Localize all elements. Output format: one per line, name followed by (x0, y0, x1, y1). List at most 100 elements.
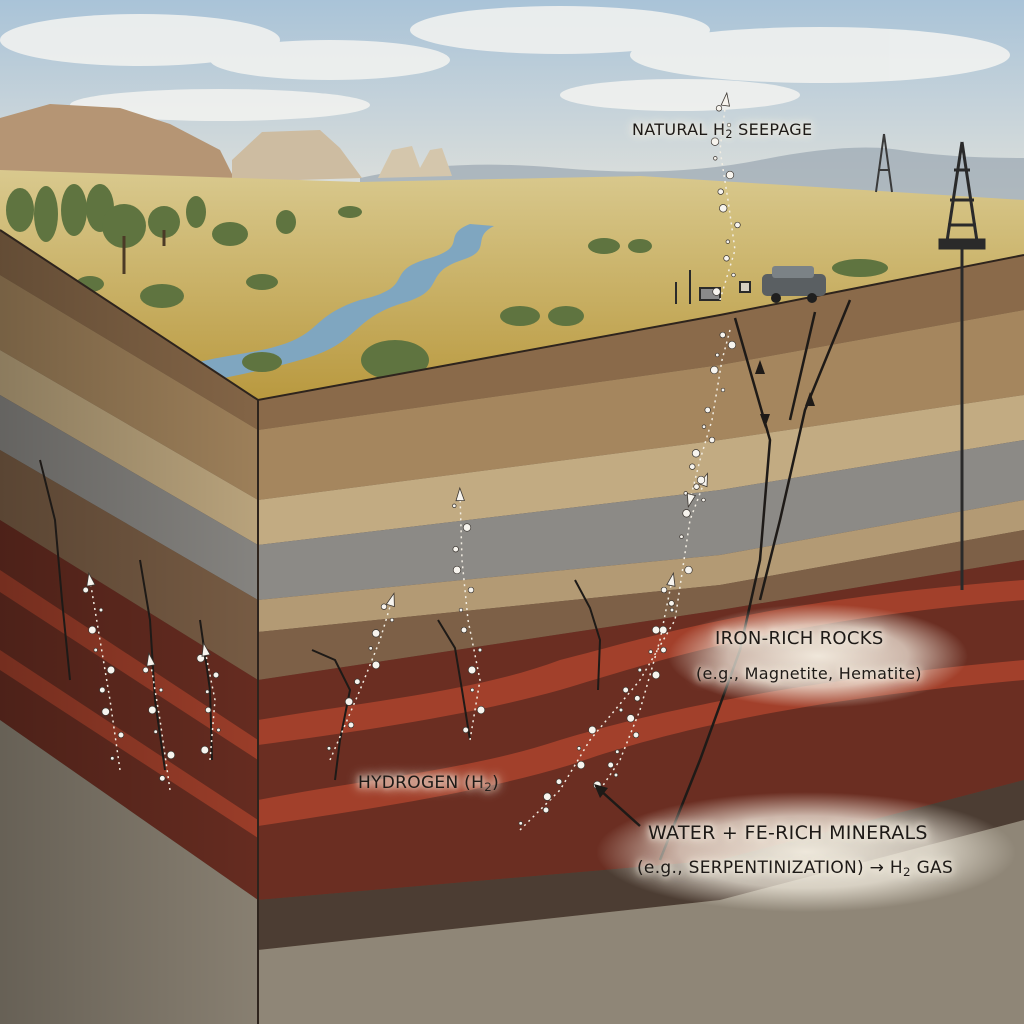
gas-bubble-icon (477, 647, 483, 653)
gas-bubble-icon (712, 287, 721, 296)
gas-bubble-icon (158, 687, 164, 693)
clouds (0, 6, 1010, 121)
derrick-tower-icon (938, 141, 986, 590)
gas-bubble-icon (344, 697, 354, 706)
gas-bubble-icon (668, 600, 675, 607)
hydrogen-h2-label: HYDROGEN (H2) (358, 773, 499, 794)
gas-bubble-icon (684, 565, 693, 575)
iron-rich-rocks-title: IRON-RICH ROCKS (715, 628, 884, 649)
gas-bubble-icon (734, 221, 741, 229)
gas-bubble-icon (615, 749, 620, 754)
gas-bubble-icon (726, 122, 732, 128)
gas-bubble-icon (467, 586, 475, 594)
tree-trunks (122, 230, 166, 274)
gas-bubble-icon (632, 731, 640, 739)
gas-bubble-icon (651, 625, 661, 635)
gas-bubble-icon (660, 586, 668, 594)
gas-bubble-icon (148, 705, 157, 715)
stratum-sandstone-upper (258, 310, 1024, 500)
gas-bubble-icon (719, 331, 726, 339)
gas-bubble-icon (715, 352, 720, 358)
gas-bubble-icon (696, 475, 706, 485)
gas-bubble-icon (710, 365, 719, 375)
trees-and-shrubs (6, 184, 888, 380)
gas-bubble-icon (682, 509, 691, 518)
gas-bubble-icon (368, 646, 373, 651)
gas-bubble-icon (648, 649, 653, 654)
serpentinization-label: (e.g., SERPENTINIZATION) → H2 GAS (637, 858, 953, 879)
block-edges (0, 229, 1024, 1024)
gas-bubble-icon (216, 727, 221, 733)
migration-arrowhead (86, 571, 96, 587)
vehicle-icon (762, 266, 826, 303)
gas-bubble-icon (354, 678, 361, 685)
mesa-center (232, 130, 362, 182)
gas-bubble-icon (460, 626, 468, 634)
bubble-trail (329, 599, 393, 761)
gas-bubble-icon (326, 746, 332, 751)
gas-bubble-icon (101, 707, 110, 716)
bubble-trail (689, 329, 731, 501)
migration-arrowhead (455, 486, 465, 502)
gas-bubble-icon (159, 775, 166, 782)
gas-bubble-icon (200, 745, 209, 755)
gas-bubble-icon (622, 686, 629, 694)
gas-bubble-icon (470, 687, 475, 693)
gas-bubble-icon (371, 629, 381, 638)
gas-bubble-icon (476, 705, 486, 715)
fault-arrows (755, 360, 815, 428)
seepage-prefix: NATURAL H (632, 120, 726, 139)
serpentinization-sub: 2 (903, 864, 911, 879)
gas-bubble-icon (637, 667, 642, 673)
gas-bubble-icon (543, 792, 552, 801)
gas-bubble-icon (142, 666, 149, 674)
gas-bubble-icon (708, 436, 716, 444)
gas-bubble-icon (555, 778, 563, 785)
gas-bubble-icon (153, 729, 158, 734)
stratum-dark-base (258, 780, 1024, 950)
bubble-trail (519, 479, 706, 831)
gas-bubble-icon (660, 646, 667, 654)
hydrogen-sub: 2 (484, 779, 493, 794)
gas-bubble-icon (719, 204, 728, 213)
gas-bubble-icon (452, 503, 457, 508)
stratum-brown (258, 530, 1024, 680)
gas-bubble-icon (110, 756, 115, 761)
water-fe-minerals-title: WATER + FE-RICH MINERALS (648, 822, 928, 844)
stratum-limestone-gray (258, 440, 1024, 600)
migration-arrowhead (201, 641, 211, 657)
gas-bubble-icon (458, 607, 464, 613)
grassland-surface (0, 170, 1024, 400)
gas-bubble-icon (166, 750, 176, 760)
gas-bubble-icon (613, 772, 619, 778)
seepage-sub: 2 (725, 127, 733, 141)
gas-bubble-icon (701, 424, 707, 429)
gas-bubble-icon (205, 706, 212, 714)
gas-bubble-icon (701, 497, 706, 503)
hydrogen-prefix: HYDROGEN (H (358, 773, 485, 793)
gas-bubble-icon (212, 671, 220, 679)
iron-rich-rocks-examples: (e.g., Magnetite, Hematite) (696, 664, 922, 683)
gas-bubble-icon (710, 137, 720, 146)
gas-bubble-icon (542, 806, 550, 814)
migration-arrowhead (146, 651, 156, 667)
gas-bubble-icon (117, 731, 125, 739)
gas-bubble-icon (731, 272, 736, 278)
gas-bubble-icon (626, 714, 635, 723)
gas-bubble-icon (715, 105, 723, 112)
gas-bubble-icon (93, 647, 98, 653)
bubble-trail (599, 579, 673, 791)
gas-bubble-icon (98, 607, 104, 613)
bubble-trail (719, 99, 736, 301)
migration-arrowhead (666, 571, 676, 587)
gas-bubble-icon (380, 603, 388, 610)
gas-bubble-icon (634, 695, 641, 702)
hydrogen-bubble-paths (82, 91, 741, 831)
gas-bubble-icon (669, 607, 675, 613)
gas-bubble-icon (588, 725, 597, 735)
migration-arrowhead (385, 592, 395, 608)
stratum-tan (258, 500, 1024, 632)
iron-label-backdrop (668, 604, 968, 708)
